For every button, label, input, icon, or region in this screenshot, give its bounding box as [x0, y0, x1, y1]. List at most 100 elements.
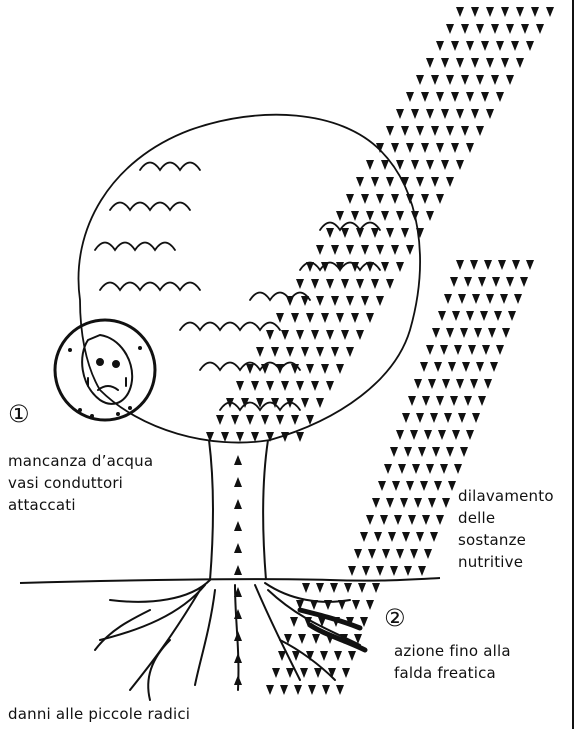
rain-arrow: [404, 566, 412, 576]
rain-arrow: [410, 549, 418, 559]
rain-arrow: [306, 364, 314, 374]
rain-arrow: [351, 211, 359, 221]
rain-arrow: [418, 447, 426, 457]
rain-arrow: [442, 379, 450, 389]
rain-arrow: [266, 330, 274, 340]
rain-arrow: [411, 211, 419, 221]
rain-arrow: [416, 126, 424, 136]
rain-arrow: [476, 126, 484, 136]
rain-arrow: [434, 362, 442, 372]
rain-arrow: [458, 413, 466, 423]
rain-arrow: [478, 396, 486, 406]
rain-arrow: [470, 379, 478, 389]
trunk-arrow: [234, 521, 242, 531]
rain-arrow: [472, 413, 480, 423]
rain-arrow: [471, 58, 479, 68]
rain-arrow: [404, 447, 412, 457]
rain-arrow: [300, 668, 308, 678]
rain-arrow: [221, 432, 229, 442]
rain-arrow: [394, 515, 402, 525]
right-label-line: nutritive: [458, 551, 554, 573]
rain-arrow: [466, 311, 474, 321]
rain-arrow: [486, 109, 494, 119]
rain-arrow: [480, 311, 488, 321]
trunk-arrow: [234, 499, 242, 509]
rain-arrow: [346, 194, 354, 204]
rain-arrow: [246, 364, 254, 374]
rain-arrow: [452, 311, 460, 321]
rain-arrow: [418, 566, 426, 576]
rain-arrow: [231, 415, 239, 425]
rain-arrow: [334, 651, 342, 661]
rain-arrow: [406, 143, 414, 153]
rain-arrow: [450, 396, 458, 406]
rain-arrow: [386, 228, 394, 238]
rain-arrow: [376, 245, 384, 255]
rain-arrow: [372, 583, 380, 593]
rain-arrow: [236, 381, 244, 391]
rain-arrow: [420, 481, 428, 491]
trunk-arrow: [234, 543, 242, 553]
rain-arrow: [411, 160, 419, 170]
label-1-line: attaccati: [8, 494, 153, 516]
rain-arrow: [408, 515, 416, 525]
right-label-line: dilavamento: [458, 485, 554, 507]
trunk-arrow: [234, 675, 242, 685]
rain-arrow: [376, 194, 384, 204]
rain-arrow: [296, 279, 304, 289]
rain-arrow: [416, 177, 424, 187]
rain-arrow: [488, 328, 496, 338]
rain-arrow: [406, 245, 414, 255]
rain-arrow: [456, 379, 464, 389]
rain-arrow: [348, 566, 356, 576]
rain-arrow: [388, 532, 396, 542]
rain-arrow: [466, 143, 474, 153]
rain-arrow: [356, 279, 364, 289]
rain-arrow: [501, 58, 509, 68]
rain-arrow: [384, 464, 392, 474]
rain-arrow: [291, 313, 299, 323]
label-2: azione fino alla falda freatica: [394, 640, 511, 684]
rain-arrow: [341, 279, 349, 289]
rain-arrow: [466, 41, 474, 51]
rain-arrow: [456, 7, 464, 17]
rain-arrow: [296, 381, 304, 391]
rain-arrow: [476, 75, 484, 85]
rain-arrow: [421, 194, 429, 204]
rain-arrow: [326, 330, 334, 340]
rain-arrow: [424, 430, 432, 440]
rain-arrow: [331, 347, 339, 357]
rain-arrow: [426, 345, 434, 355]
rain-arrow: [431, 177, 439, 187]
rain-arrow: [431, 75, 439, 85]
rain-arrow: [341, 228, 349, 238]
rain-arrow: [271, 347, 279, 357]
rain-arrow: [391, 245, 399, 255]
rain-arrow: [294, 685, 302, 695]
rain-arrow: [392, 481, 400, 491]
rain-arrow: [412, 464, 420, 474]
rain-arrow: [512, 260, 520, 270]
rain-arrow: [444, 413, 452, 423]
rain-arrow: [436, 92, 444, 102]
rain-arrow: [481, 41, 489, 51]
rain-arrow: [468, 345, 476, 355]
rain-arrow: [366, 600, 374, 610]
rain-arrow: [401, 126, 409, 136]
rain-arrow: [436, 194, 444, 204]
rain-arrow: [356, 228, 364, 238]
rain-arrow: [411, 109, 419, 119]
rain-arrow: [216, 415, 224, 425]
rain-arrow: [338, 600, 346, 610]
rain-arrow: [406, 481, 414, 491]
rain-arrow: [428, 498, 436, 508]
rain-arrow: [330, 583, 338, 593]
rain-arrow: [311, 381, 319, 391]
rain-arrow: [456, 260, 464, 270]
rain-arrow: [381, 262, 389, 272]
rain-arrow: [436, 396, 444, 406]
rain-arrow: [461, 24, 469, 34]
rain-arrow: [396, 109, 404, 119]
rain-arrow: [354, 549, 362, 559]
rain-arrow: [506, 24, 514, 34]
